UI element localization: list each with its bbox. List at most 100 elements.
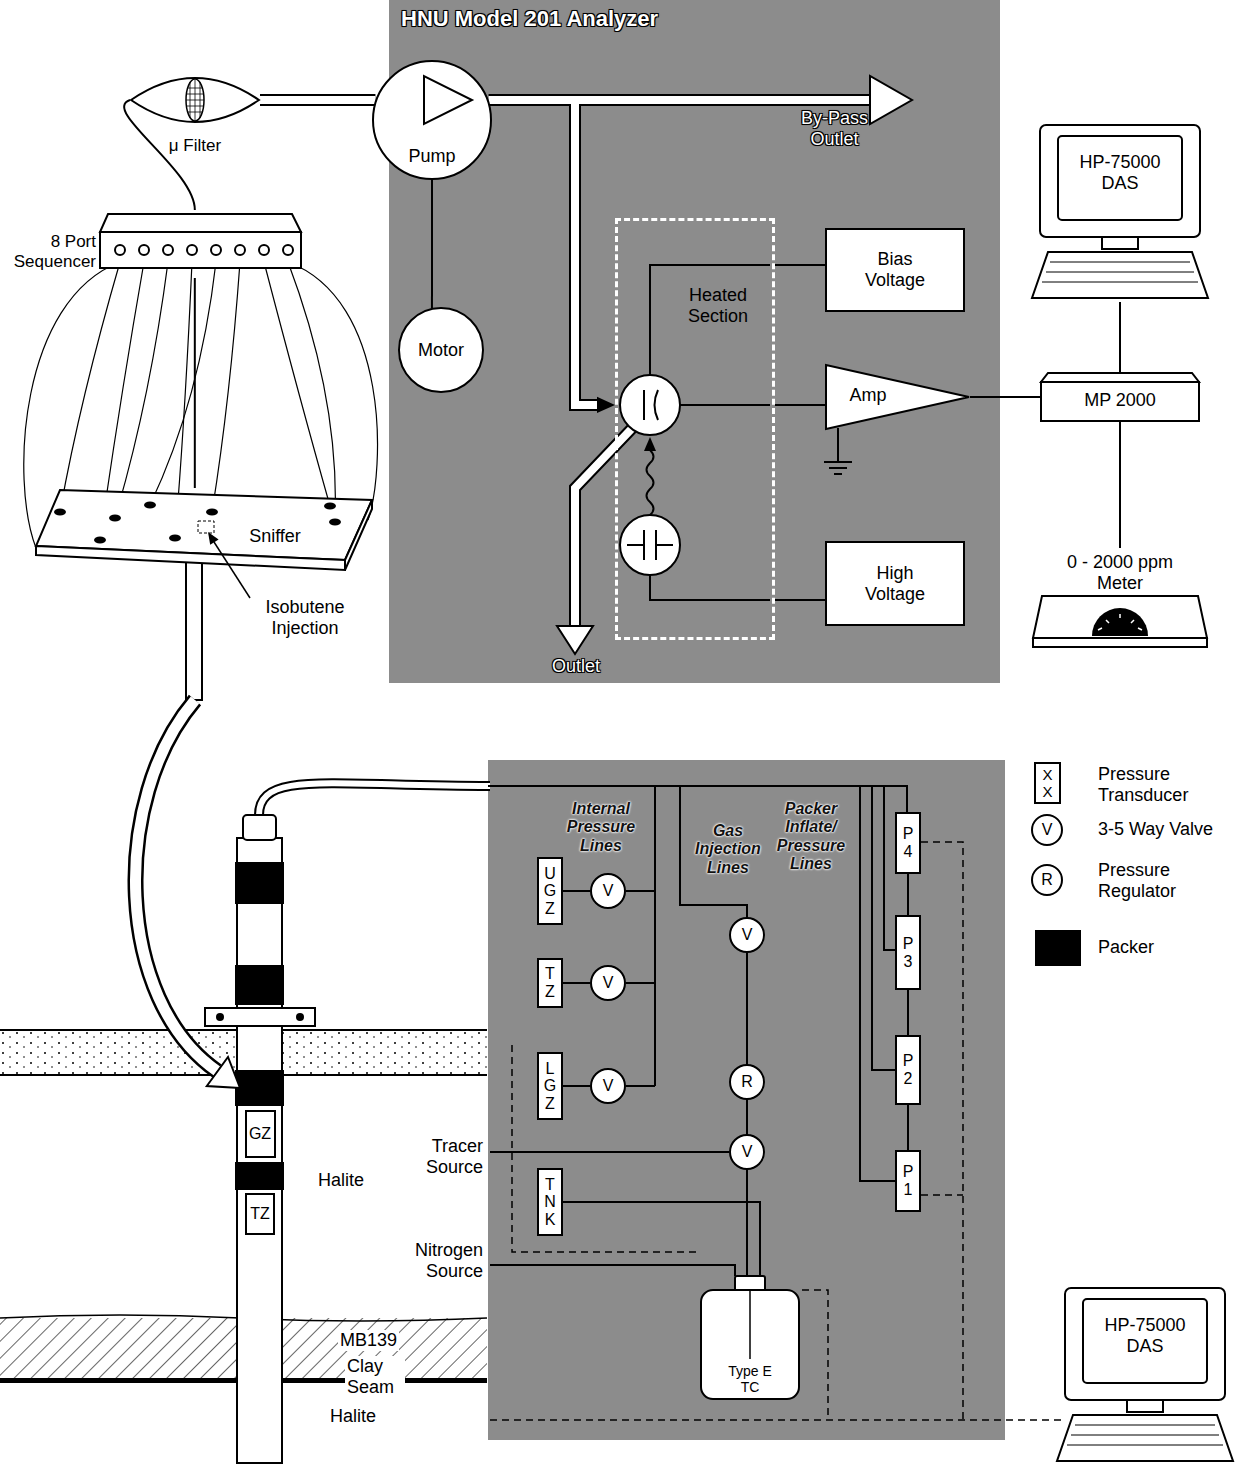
legend-text: Pressure Regulator bbox=[1098, 860, 1210, 901]
drawing-part bbox=[1083, 1299, 1207, 1383]
drawing-part bbox=[627, 530, 673, 560]
drawing-part bbox=[115, 245, 125, 255]
callout-label: Halite bbox=[330, 1406, 400, 1427]
label-wrap: Internal Pressure Lines bbox=[560, 800, 642, 855]
text-wrap: HNU Model 201 Analyzer bbox=[401, 6, 821, 31]
connector bbox=[747, 953, 748, 1064]
node-text: P4 bbox=[900, 825, 916, 860]
drawing-part bbox=[860, 786, 895, 1181]
connector bbox=[775, 404, 825, 405]
pressure-transducer: P3 bbox=[895, 915, 921, 990]
drawing-part bbox=[730, 1135, 764, 1169]
text-holder: High Voltage bbox=[827, 543, 963, 624]
connector bbox=[1120, 302, 1121, 372]
text-wrap: 8 Port Sequencer bbox=[10, 232, 96, 271]
drawing-part bbox=[100, 232, 301, 268]
drawing-part bbox=[115, 262, 168, 518]
drawing-part bbox=[54, 509, 66, 516]
connector bbox=[1120, 422, 1121, 548]
drawing-part bbox=[1098, 614, 1142, 630]
callout-label: Isobutene Injection bbox=[255, 597, 355, 638]
drawing-part bbox=[186, 540, 202, 700]
drawing-part bbox=[207, 1057, 240, 1088]
node-text: High Voltage bbox=[850, 563, 940, 604]
node-text: Heated Section bbox=[668, 285, 768, 326]
drawing-part bbox=[144, 502, 156, 509]
node-text: TZ bbox=[542, 965, 558, 1000]
drawing-part bbox=[214, 542, 250, 598]
drawing-part bbox=[1057, 1415, 1233, 1461]
borehole-zone: GZ bbox=[245, 1110, 276, 1158]
node-text: Sniffer bbox=[240, 526, 310, 547]
label-wrap: R bbox=[1037, 871, 1057, 889]
drawing-part bbox=[296, 1013, 304, 1021]
pressure-transducer: TZ bbox=[537, 958, 563, 1008]
das-computer: HP-75000 DAS bbox=[1055, 1285, 1235, 1465]
drawing-part bbox=[235, 1070, 284, 1106]
drawing-part bbox=[620, 515, 680, 575]
connector-part bbox=[1119, 302, 1121, 372]
das-computer-shape bbox=[1030, 122, 1210, 302]
drawing-part bbox=[208, 532, 219, 545]
text-wrap: 0 - 2000 ppm Meter bbox=[1055, 552, 1185, 593]
drawing-part bbox=[490, 842, 1062, 1420]
label-wrap: Outlet bbox=[546, 656, 606, 677]
drawing-part bbox=[1032, 865, 1062, 895]
drawing-part bbox=[644, 437, 656, 451]
connector bbox=[563, 983, 590, 984]
heated-section: Heated Section bbox=[615, 218, 775, 640]
drawing-part bbox=[264, 262, 330, 506]
heated-section-shape bbox=[615, 218, 775, 640]
pressure-transducer: P1 bbox=[895, 1150, 921, 1212]
drawing-part bbox=[1041, 373, 1199, 382]
label-wrap: Isobutene Injection bbox=[255, 597, 355, 638]
drawing-part bbox=[1033, 638, 1207, 647]
legend-entry: Pressure Transducer bbox=[1098, 764, 1210, 805]
callout-label: Gas Injection Lines bbox=[690, 822, 766, 877]
drawing-part bbox=[620, 375, 680, 435]
connector-part bbox=[970, 396, 1040, 398]
drawing-part bbox=[730, 918, 764, 952]
drawing-part bbox=[186, 80, 204, 120]
text-wrap: Heated Section bbox=[668, 285, 768, 326]
connector bbox=[563, 1086, 590, 1087]
text-holder: V bbox=[590, 965, 626, 1001]
valve-circle: V bbox=[590, 965, 626, 1001]
drawing-part bbox=[580, 94, 872, 106]
text-holder: V bbox=[590, 873, 626, 909]
connector-part bbox=[775, 264, 825, 266]
callout-label: X X bbox=[1040, 767, 1055, 800]
drawing-part bbox=[424, 76, 472, 124]
drawing-part bbox=[187, 245, 197, 255]
amp-triangle-shape bbox=[825, 364, 970, 430]
drawing-part bbox=[169, 535, 181, 542]
node-text: V bbox=[603, 1077, 614, 1095]
drawing-part bbox=[259, 245, 269, 255]
pressure-transducer: TNK bbox=[537, 1168, 563, 1236]
sniffer-plate-shape bbox=[35, 488, 375, 578]
pressure-transducer: UGZ bbox=[537, 857, 563, 925]
drawing-part bbox=[100, 214, 301, 232]
drawing-part bbox=[345, 500, 372, 570]
legend-entry: Packer bbox=[1098, 937, 1210, 958]
drawing-part bbox=[36, 546, 345, 570]
text-wrap: Type E TC bbox=[722, 1363, 778, 1395]
drawing-part bbox=[701, 1290, 799, 1399]
drawing-part bbox=[1042, 262, 1198, 282]
valve-circle: V bbox=[590, 1068, 626, 1104]
text-holder: GZ bbox=[247, 1112, 274, 1156]
text-holder: UGZ bbox=[539, 859, 561, 923]
drawing-part bbox=[591, 966, 625, 1000]
text-holder: TNK bbox=[539, 1170, 561, 1234]
node-text: V bbox=[603, 974, 614, 992]
drawing-part bbox=[1058, 136, 1182, 220]
das-computer-shape bbox=[1055, 1285, 1235, 1465]
drawing-part bbox=[288, 262, 378, 520]
connector bbox=[489, 100, 615, 413]
text-holder: V bbox=[729, 1134, 765, 1170]
das-computer: HP-75000 DAS bbox=[1030, 122, 1210, 302]
connector bbox=[970, 397, 1040, 398]
connector bbox=[747, 1170, 748, 1275]
drawing-part bbox=[1032, 252, 1208, 298]
connector-part bbox=[775, 599, 825, 601]
